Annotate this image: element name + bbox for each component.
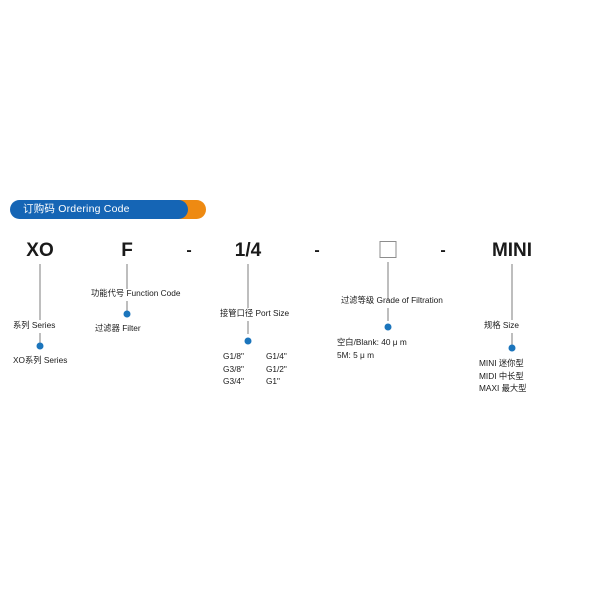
leader-line-port-size xyxy=(247,264,249,308)
dot-grade-of-filtration xyxy=(384,323,392,331)
option-size-2: MIDI 中长型 xyxy=(479,370,524,381)
label-size: 规格 Size xyxy=(484,320,520,330)
dot-size xyxy=(508,344,516,352)
code-token-series: XO xyxy=(26,240,54,261)
option-grade-1: 空白/Blank: 40 μ m xyxy=(337,337,407,347)
leader-line-grade xyxy=(387,262,389,300)
leader-line-size-values xyxy=(511,333,513,345)
code-separator-1: - xyxy=(186,242,192,259)
option-grade-2: 5M: 5 μ m xyxy=(337,349,375,360)
option-port-size-6: G1" xyxy=(265,376,280,386)
label-port-size: 接管口径 Port Size xyxy=(220,308,290,318)
code-token-size: MINI xyxy=(491,240,533,261)
port-size-column-1: G1/8" G3/8" G3/4" xyxy=(223,350,244,388)
code-token-function: F xyxy=(121,240,133,261)
option-list-size: MINI 迷你型 MIDI 中长型 MAXI 最大型 xyxy=(479,357,526,395)
banner-blue-bar xyxy=(10,200,188,219)
option-port-size-2: G3/8" xyxy=(223,363,244,374)
leader-line-series-value xyxy=(39,333,41,345)
option-port-size-5: G1/2" xyxy=(265,363,287,374)
option-list-port-size: G1/8" G3/8" G3/4" G1/4" G1/2" G1" xyxy=(223,350,287,388)
dot-port-size xyxy=(244,337,252,345)
option-size-3: MAXI 最大型 xyxy=(479,383,527,393)
banner-title: 订购码 Ordering Code xyxy=(23,203,130,215)
leader-line-series xyxy=(39,264,41,320)
leader-line-function-value xyxy=(126,301,128,313)
label-grade-of-filtration: 过滤等级 Grade of Filtration xyxy=(341,295,443,305)
label-function-code: 功能代号 Function Code xyxy=(91,288,181,298)
option-function-value: 过滤器 Filter xyxy=(95,323,141,333)
option-port-size-3: G3/4" xyxy=(223,376,244,386)
option-size-1: MINI 迷你型 xyxy=(479,358,524,368)
code-token-port-size: 1/4 xyxy=(234,240,262,261)
option-port-size-4: G1/4" xyxy=(265,351,287,361)
code-token-grade-placeholder xyxy=(379,241,397,258)
dot-series xyxy=(36,342,44,350)
leader-line-function-code xyxy=(126,264,128,289)
code-separator-2: - xyxy=(314,242,320,259)
port-size-column-2: G1/4" G1/2" G1" xyxy=(266,350,287,388)
code-separator-3: - xyxy=(440,242,446,259)
option-list-grade: 空白/Blank: 40 μ m 5M: 5 μ m xyxy=(337,336,407,361)
option-series-value: XO系列 Series xyxy=(13,355,68,365)
option-port-size-1: G1/8" xyxy=(223,351,244,361)
leader-line-grade-values xyxy=(387,308,389,321)
leader-line-size xyxy=(511,264,513,320)
dot-function-code xyxy=(123,310,131,318)
label-series: 系列 Series xyxy=(13,320,56,330)
leader-line-port-size-values xyxy=(247,321,249,334)
